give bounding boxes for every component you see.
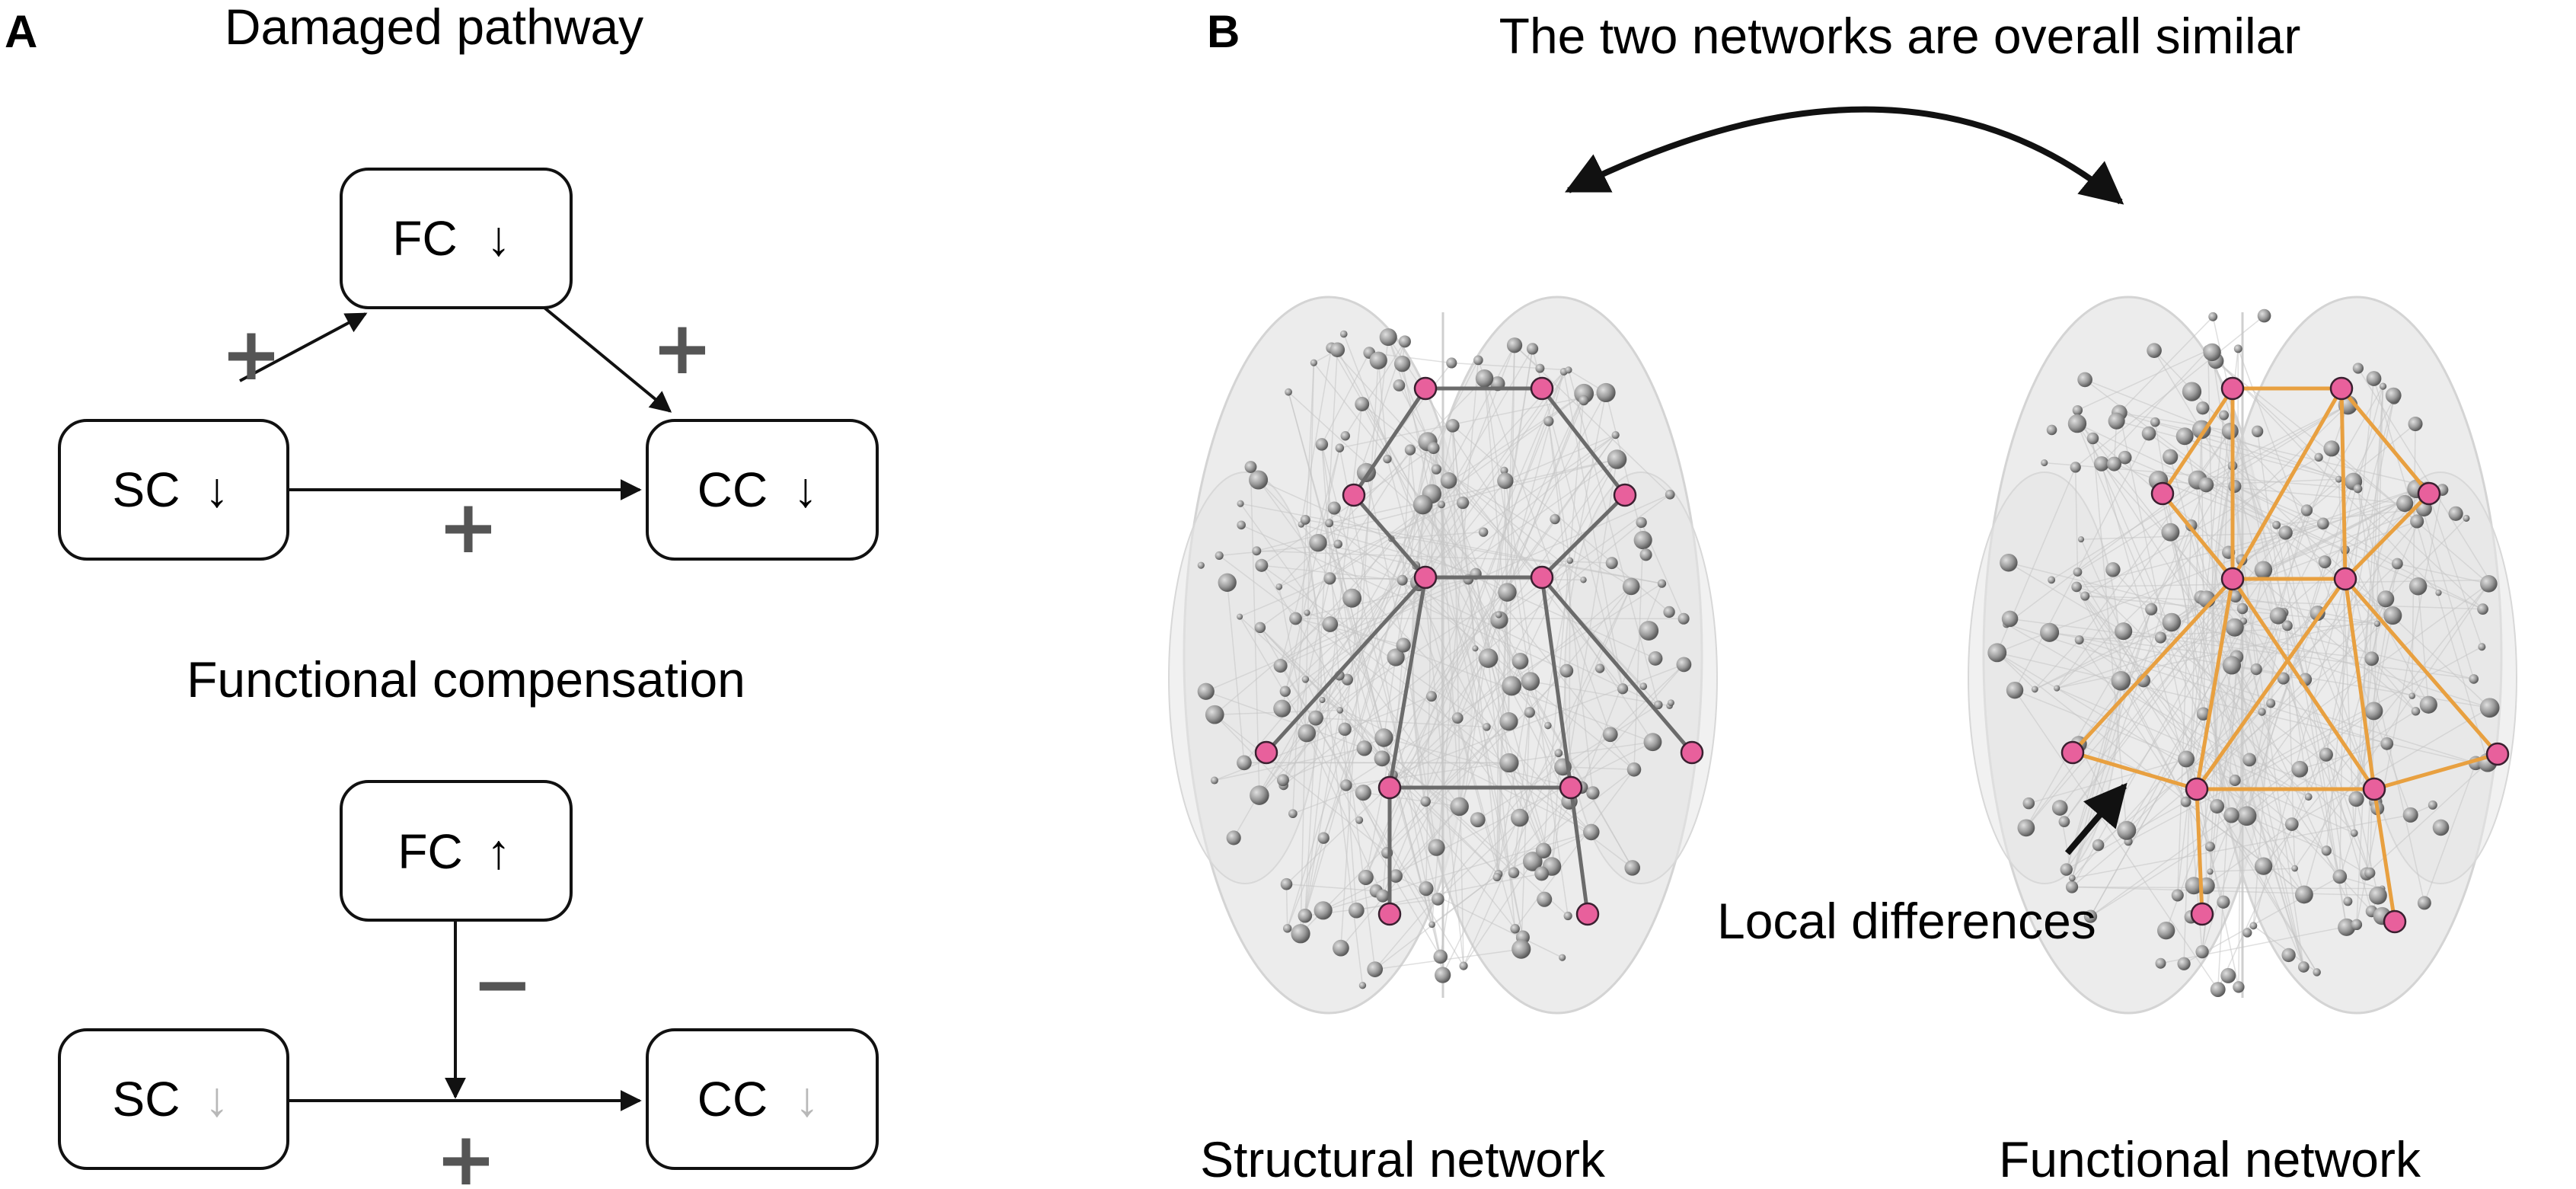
network-edge	[2343, 578, 2376, 790]
down-arrow-icon: ↓	[487, 211, 511, 266]
network-edge	[2195, 578, 2235, 790]
down-arrow-icon-faded: ↓	[205, 1072, 229, 1127]
arrow-sc-to-fc	[239, 312, 368, 382]
network-edge	[2340, 387, 2431, 495]
network-node	[2220, 567, 2245, 591]
local-differences-label: Local differences	[1717, 893, 2096, 949]
down-arrow-icon-faded: ↓	[795, 1072, 819, 1127]
panel-letter-a: A	[5, 6, 37, 57]
damaged-pathway-diagram: Damaged pathway FC ↓ SC ↓ CC ↓ + + +	[58, 0, 879, 570]
plus-sign-bottom: +	[436, 1117, 496, 1189]
network-edge	[2344, 492, 2431, 580]
network-node	[2485, 742, 2510, 766]
arrow-fc-to-cc	[539, 303, 672, 413]
network-edge	[2195, 788, 2204, 915]
network-node	[2333, 567, 2357, 591]
functional-brain	[1968, 296, 2517, 1015]
sc-label: SC	[113, 462, 180, 517]
network-edge	[1540, 577, 1573, 788]
network-edge	[2373, 752, 2498, 791]
network-edge	[2160, 387, 2235, 495]
network-edge	[2372, 788, 2397, 922]
network-edge	[1540, 494, 1626, 579]
panel-letter-b: B	[1207, 6, 1240, 57]
similarity-double-arrow	[1564, 106, 2124, 205]
network-node	[1377, 902, 1402, 926]
plus-sign-sc-fc: +	[221, 312, 282, 397]
network-node	[1559, 775, 1583, 800]
network-node	[1613, 483, 1637, 507]
structural-brain	[1168, 296, 1718, 1015]
network-node	[2329, 376, 2354, 401]
network-node	[2362, 777, 2386, 801]
minus-sign: −	[472, 941, 533, 1027]
structural-network-caption: Structural network	[1200, 1131, 1606, 1187]
structural-network-edges	[1265, 386, 1693, 915]
functional-network-edges	[2071, 386, 2499, 922]
sc-box-bottom: SC ↓	[58, 1028, 289, 1170]
network-node	[2185, 777, 2209, 801]
network-node	[2383, 909, 2407, 934]
network-edge	[2161, 492, 2234, 580]
down-arrow-icon: ↓	[205, 462, 229, 517]
cc-label: CC	[697, 1072, 768, 1127]
network-node	[2190, 902, 2214, 926]
panel-b-title: The two networks are overall similar	[1499, 8, 2301, 64]
down-arrow-icon: ↓	[793, 462, 818, 517]
fc-box: FC ↓	[340, 168, 573, 309]
network-edge	[2071, 577, 2234, 754]
plus-sign-fc-cc: +	[652, 305, 713, 391]
network-node	[2220, 376, 2245, 401]
network-node	[2060, 740, 2085, 765]
plus-sign-sc-cc: +	[438, 484, 499, 570]
network-node	[1575, 902, 1600, 926]
network-edge	[1265, 576, 1427, 754]
sc-box: SC ↓	[58, 419, 289, 561]
damaged-pathway-title: Damaged pathway	[225, 0, 643, 55]
network-edge	[1352, 494, 1427, 579]
network-node	[1254, 740, 1278, 765]
local-differences-arrow	[2064, 782, 2128, 855]
fc-label: FC	[392, 211, 457, 266]
network-edge	[2339, 388, 2348, 580]
up-arrow-icon: ↑	[487, 824, 511, 879]
network-node	[1342, 483, 1366, 507]
network-edge	[2195, 577, 2348, 791]
cc-box: CC ↓	[646, 419, 879, 561]
fc-box-bottom: FC ↑	[340, 780, 573, 922]
cc-label: CC	[697, 462, 768, 517]
functional-compensation-title: Functional compensation	[187, 651, 745, 708]
network-edge	[1387, 577, 1428, 788]
network-edge	[2344, 577, 2499, 756]
network-edge	[1352, 387, 1428, 497]
cc-box-bottom: CC ↓	[646, 1028, 879, 1170]
network-edge	[1540, 387, 1626, 497]
network-node	[1530, 565, 1554, 590]
functional-compensation-diagram: Functional compensation FC ↑ SC ↓ CC ↓ −…	[58, 651, 879, 1189]
network-node	[2150, 481, 2175, 506]
network-node	[1530, 376, 1554, 401]
network-edge	[1569, 787, 1590, 915]
functional-network-caption: Functional network	[1999, 1131, 2421, 1187]
sc-label: SC	[113, 1072, 180, 1127]
network-node	[1377, 775, 1402, 800]
network-node	[1680, 740, 1704, 765]
network-edge	[2072, 750, 2198, 791]
network-node	[2417, 481, 2441, 506]
network-edge	[2230, 577, 2376, 791]
network-edge	[2230, 387, 2344, 580]
network-node	[1413, 376, 1438, 401]
fc-label: FC	[397, 824, 462, 879]
structural-network-nodes	[1254, 376, 1704, 926]
network-node	[1413, 565, 1438, 590]
network-edge	[1540, 576, 1693, 754]
functional-network-nodes	[2060, 376, 2510, 934]
